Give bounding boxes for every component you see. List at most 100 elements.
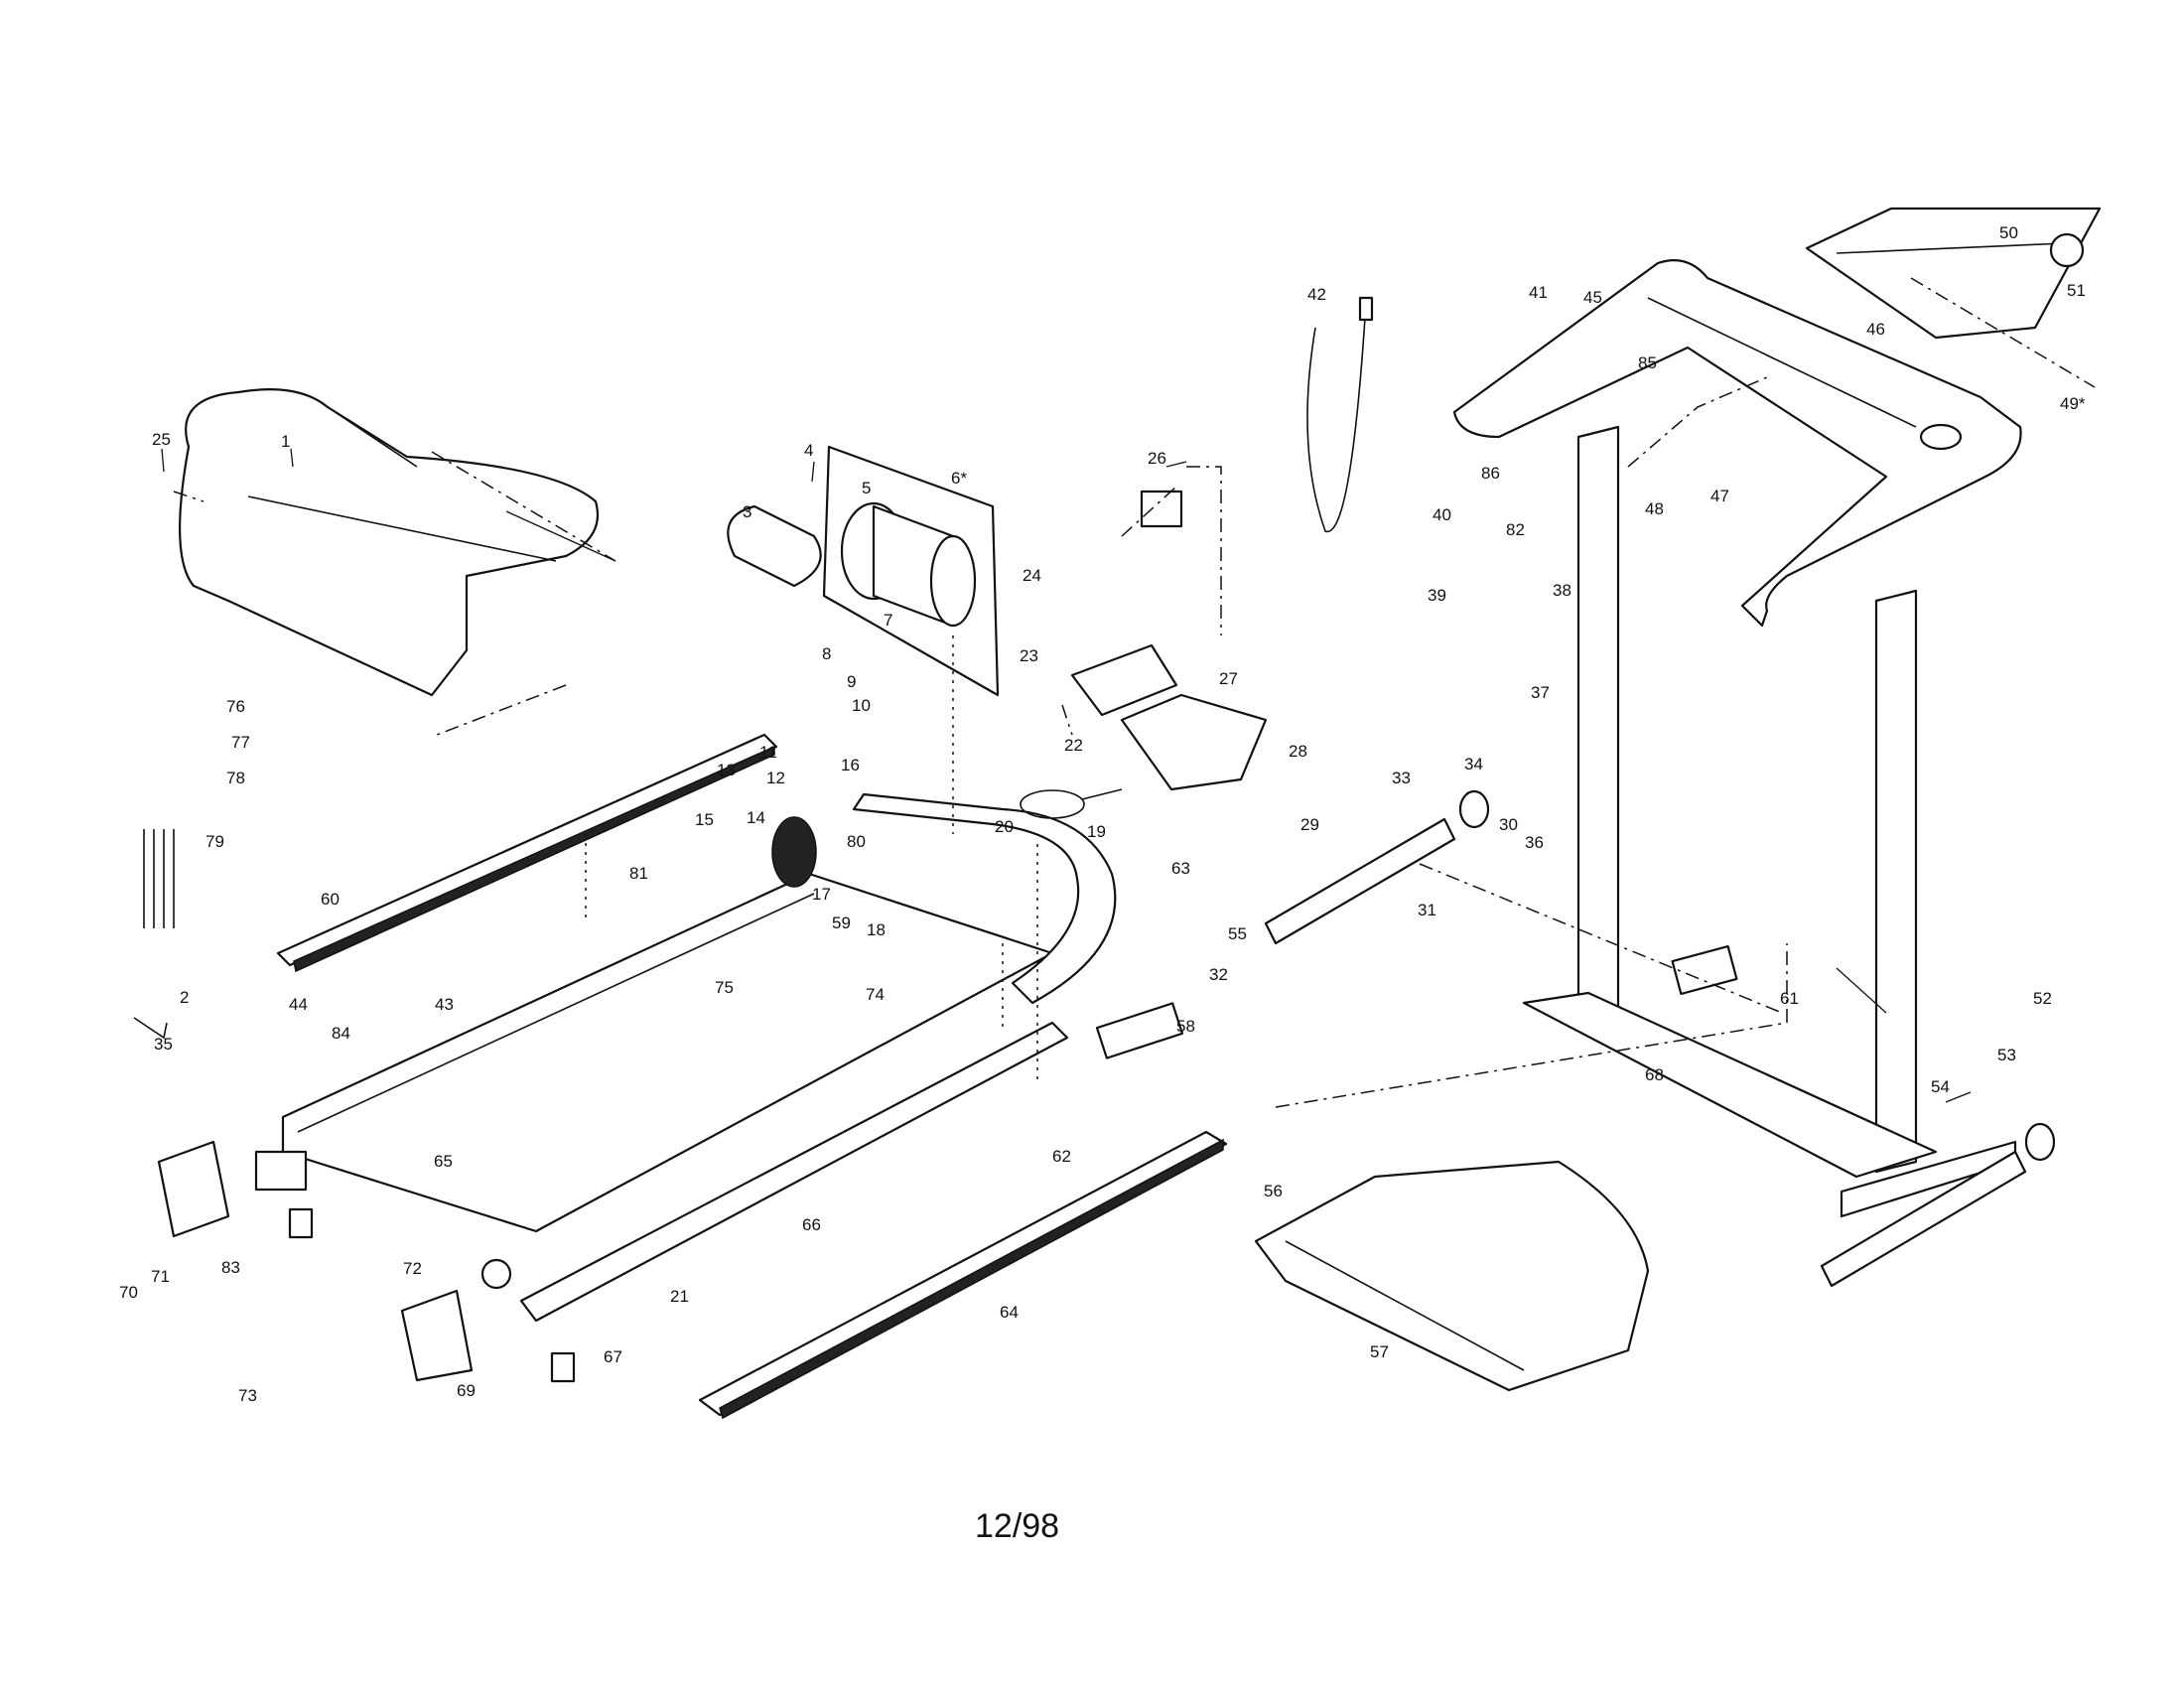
- part-label: 22: [1064, 736, 1083, 755]
- part-label: 42: [1307, 285, 1326, 304]
- part-label: 66: [802, 1215, 821, 1234]
- part-label: 21: [670, 1287, 689, 1306]
- part-label: 35: [154, 1035, 173, 1054]
- part-label: 68: [1645, 1065, 1664, 1084]
- front-roller: [254, 1150, 512, 1290]
- part-label: 23: [1020, 646, 1038, 665]
- part-label: 32: [1209, 965, 1228, 984]
- revision-date: 12/98: [975, 1507, 1059, 1545]
- part-label: 27: [1219, 669, 1238, 688]
- part-label: 47: [1710, 487, 1729, 505]
- wheel-right: [2024, 1122, 2056, 1162]
- part-label: 14: [747, 808, 765, 827]
- part-label: 10: [852, 696, 871, 715]
- part-label: 76: [226, 697, 245, 716]
- rear-end-cap-right: [400, 1289, 474, 1382]
- part-label: 17: [812, 885, 831, 904]
- part-label: 81: [629, 864, 648, 883]
- part-label: 41: [1529, 283, 1548, 302]
- part-label: 65: [434, 1152, 453, 1171]
- part-labels: 1 2 3 4 5 6* 7 8 9 10 11 12 13 14 15 16 …: [119, 223, 2086, 1405]
- part-label: 79: [205, 832, 224, 851]
- storage-pan: [1254, 1160, 1650, 1392]
- part-label: 70: [119, 1283, 138, 1302]
- part-label: 78: [226, 769, 245, 787]
- transformer: [1140, 490, 1183, 528]
- part-label: 57: [1370, 1342, 1389, 1361]
- right-foot-bracket: [1820, 1150, 2027, 1288]
- part-label: 7: [884, 611, 892, 630]
- console: [1452, 259, 2022, 628]
- part-label: 33: [1392, 769, 1411, 787]
- drive-belt: [727, 504, 822, 588]
- part-label: 50: [1999, 223, 2018, 242]
- part-label: 43: [435, 995, 454, 1014]
- part-label: 18: [867, 920, 886, 939]
- part-label: 11: [759, 743, 777, 762]
- part-label: 15: [695, 810, 714, 829]
- controller: [1070, 643, 1268, 791]
- part-label: 45: [1583, 288, 1602, 307]
- part-label: 12: [766, 769, 785, 787]
- part-label: 16: [841, 756, 860, 774]
- part-label: 37: [1531, 683, 1550, 702]
- part-label: 3: [743, 502, 751, 521]
- part-label: 60: [321, 890, 340, 909]
- left-foot-bracket: [1264, 817, 1456, 945]
- part-label: 54: [1931, 1077, 1950, 1096]
- upright-right: [1874, 589, 1918, 1174]
- part-label: 31: [1418, 901, 1436, 919]
- part-label: 53: [1997, 1046, 2016, 1064]
- part-label: 63: [1171, 859, 1190, 878]
- treadmill-frame: [519, 792, 1117, 1323]
- bracket-58: [1095, 944, 1738, 1059]
- part-label: 84: [332, 1024, 350, 1043]
- motor-hood: [179, 388, 600, 697]
- part-label: 52: [2033, 989, 2052, 1008]
- part-label: 51: [2067, 281, 2086, 300]
- part-label: 83: [221, 1258, 240, 1277]
- part-label: 13: [717, 761, 736, 779]
- base-frame: [1522, 991, 2017, 1218]
- part-label: 80: [847, 832, 866, 851]
- wheel-left: [1458, 789, 1490, 829]
- part-label: 6*: [951, 469, 967, 488]
- upright-left: [1576, 425, 1620, 1025]
- part-label: 28: [1289, 742, 1307, 761]
- motor-assembly: [822, 445, 1000, 697]
- part-label: 75: [715, 978, 734, 997]
- support-feet: [288, 1207, 576, 1383]
- walking-deck: [281, 872, 1054, 1233]
- part-label: 2: [180, 988, 189, 1007]
- part-label: 20: [995, 817, 1014, 836]
- part-label: 48: [1645, 499, 1664, 518]
- part-label: 40: [1433, 505, 1451, 524]
- part-label: 1: [281, 432, 290, 451]
- part-label: 34: [1464, 755, 1483, 774]
- flywheel: [771, 816, 817, 888]
- part-label: 29: [1300, 815, 1319, 834]
- part-label: 58: [1176, 1017, 1195, 1036]
- allen-wrench: [133, 1017, 168, 1040]
- wire-harness: [1306, 296, 1374, 533]
- part-label: 5: [862, 479, 871, 497]
- part-label: 4: [804, 441, 813, 460]
- part-label: 59: [832, 914, 851, 932]
- part-label: 56: [1264, 1182, 1283, 1200]
- part-label: 61: [1780, 989, 1799, 1008]
- part-label: 72: [403, 1259, 422, 1278]
- part-label: 55: [1228, 924, 1247, 943]
- assembly-guide-lines: [173, 277, 2096, 1108]
- part-label: 9: [847, 672, 856, 691]
- part-label: 77: [231, 733, 250, 752]
- part-label: 25: [152, 430, 171, 449]
- part-label: 24: [1023, 566, 1041, 585]
- part-label: 74: [866, 985, 885, 1004]
- part-label: 38: [1553, 581, 1571, 600]
- part-label: 30: [1499, 815, 1518, 834]
- part-label: 62: [1052, 1147, 1071, 1166]
- part-label: 64: [1000, 1303, 1019, 1322]
- right-side-rail: [698, 1130, 1228, 1420]
- part-label: 85: [1638, 353, 1657, 372]
